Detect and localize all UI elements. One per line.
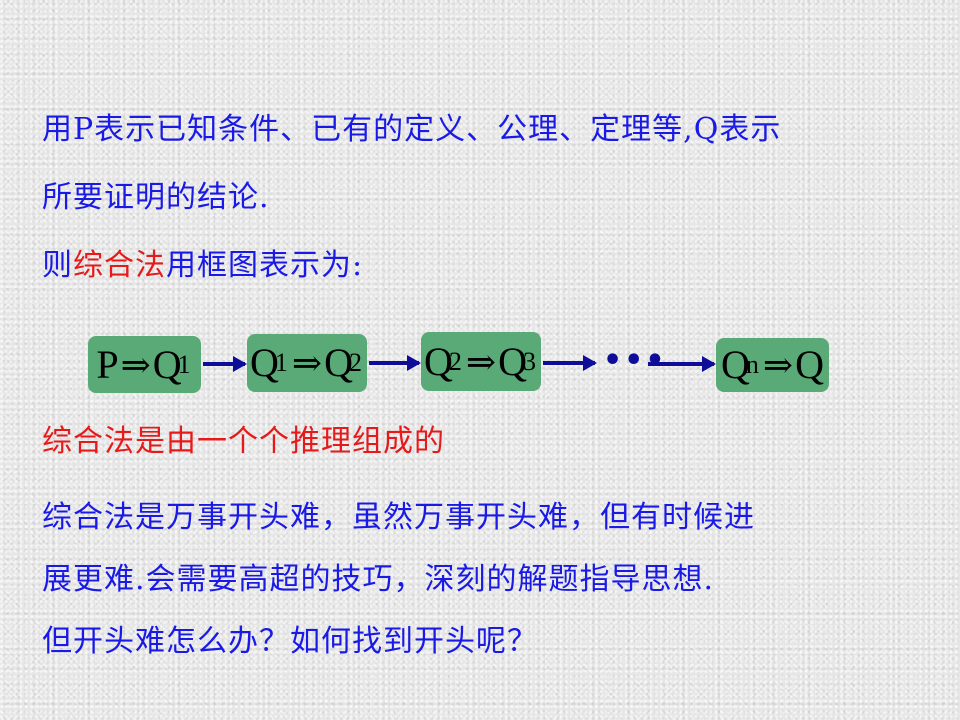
box-1-right: Q <box>152 341 182 387</box>
body-line-2: 展更难.会需要高超的技巧，深刻的解题指导思想. <box>42 562 715 597</box>
intro-line-3-prefix: 则 <box>42 248 73 283</box>
box-3-left: Q <box>424 338 453 384</box>
box-2-left-subscript: 1 <box>274 348 288 377</box>
implies-symbol: ⇒ <box>762 345 794 385</box>
box-2-left: Q <box>250 340 279 385</box>
intro-line-1: 用P表示已知条件、已有的定义、公理、定理等,Q表示 <box>42 112 782 147</box>
synthesis-method-term: 综合法 <box>73 248 166 283</box>
box-2-right: Q <box>324 340 353 385</box>
box-1-left: P <box>96 341 119 387</box>
box-3-right-subscript: 3 <box>522 346 536 376</box>
implies-symbol: ⇒ <box>120 344 151 385</box>
body-line-1: 综合法是万事开头难，虽然万事开头难，但有时候进 <box>42 500 755 535</box>
body-line-3: 但开头难怎么办？如何找到开头呢？ <box>42 624 538 659</box>
box-n-left: Q <box>721 342 750 387</box>
flow-arrow-4 <box>648 356 716 372</box>
flow-arrow-3 <box>543 355 597 371</box>
intro-line-2: 所要证明的结论. <box>42 180 270 215</box>
flow-arrow-1 <box>203 356 247 372</box>
intro-line-3: 则综合法用框图表示为: <box>42 248 363 284</box>
box-3-right: Q <box>498 338 527 384</box>
box-3-left-subscript: 2 <box>448 346 462 376</box>
implies-symbol: ⇒ <box>465 341 497 382</box>
implies-symbol: ⇒ <box>291 343 323 383</box>
box-n-left-subscript: n <box>745 350 759 379</box>
box-2-right-subscript: 2 <box>348 348 362 377</box>
intro-line-3-suffix: 用框图表示为: <box>166 248 364 283</box>
synthesis-statement: 综合法是由一个个推理组成的 <box>42 424 445 459</box>
flow-arrow-2 <box>369 355 421 371</box>
ellipsis-dots: ••• <box>603 343 667 378</box>
box-n-right: Q <box>795 342 824 387</box>
box-1-right-subscript: 1 <box>177 349 191 379</box>
